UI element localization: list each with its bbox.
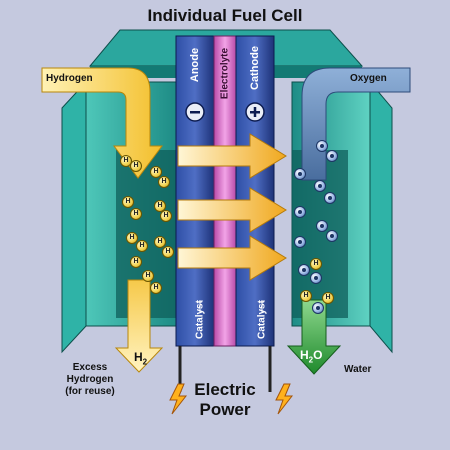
hydrogen-atom: H — [162, 246, 174, 258]
hydrogen-atom: H — [126, 232, 138, 244]
hydrogen-atom: H — [142, 270, 154, 282]
excess-hydrogen-label: Excess Hydrogen (for reuse) — [65, 362, 115, 397]
h2o-formula: H2O — [300, 348, 323, 365]
oxygen-atom — [316, 220, 328, 232]
plus-terminal-icon — [245, 102, 265, 122]
oxygen-atom — [310, 272, 322, 284]
water-outlet-arrow — [286, 299, 342, 375]
oxygen-atom — [326, 230, 338, 242]
hydrogen-atom: H — [310, 258, 322, 270]
anode-label: Anode — [189, 47, 201, 83]
hydrogen-atom: H — [130, 256, 142, 268]
hydrogen-atom: H — [322, 292, 334, 304]
hydrogen-atom: H — [136, 240, 148, 252]
oxygen-atom — [314, 180, 326, 192]
electric-power-label: Electric Power — [194, 380, 256, 419]
h2-formula: H2 — [134, 350, 148, 367]
oxygen-inlet-pipe — [301, 67, 411, 181]
electrolyte-label: Electrolyte — [219, 47, 231, 100]
catalyst-left-label: Catalyst — [194, 300, 206, 339]
lightning-icon — [169, 383, 188, 415]
hydrogen-atom: H — [154, 236, 166, 248]
oxygen-atom — [294, 168, 306, 180]
diagram-title: Individual Fuel Cell — [147, 6, 303, 25]
hydrogen-atom: H — [122, 196, 134, 208]
oxygen-atom — [294, 206, 306, 218]
excess-hydrogen-arrow — [114, 279, 164, 373]
cathode-label: Cathode — [249, 46, 261, 90]
hydrogen-atom: H — [130, 160, 142, 172]
lightning-icon — [275, 383, 294, 415]
oxygen-atom — [326, 150, 338, 162]
catalyst-right-label: Catalyst — [256, 300, 268, 339]
proton-flow-arrows — [177, 133, 287, 281]
oxygen-label: Oxygen — [350, 73, 387, 84]
oxygen-atom — [316, 140, 328, 152]
oxygen-atom — [324, 192, 336, 204]
hydrogen-atom: H — [158, 176, 170, 188]
proton-arrow-1 — [177, 133, 287, 179]
proton-arrow-3 — [177, 235, 287, 281]
water-label: Water — [344, 364, 372, 375]
oxygen-atom — [312, 302, 324, 314]
left-housing — [61, 80, 177, 354]
proton-arrow-2 — [177, 187, 287, 233]
hydrogen-atom: H — [154, 200, 166, 212]
hydrogen-atom: H — [130, 208, 142, 220]
minus-terminal-icon — [185, 102, 205, 122]
oxygen-atom — [298, 264, 310, 276]
hydrogen-atom: H — [150, 282, 162, 294]
hydrogen-label: Hydrogen — [46, 73, 93, 84]
oxygen-atom — [294, 236, 306, 248]
hydrogen-atom: H — [160, 210, 172, 222]
hydrogen-atom: H — [150, 166, 162, 178]
hydrogen-atom: H — [300, 290, 312, 302]
